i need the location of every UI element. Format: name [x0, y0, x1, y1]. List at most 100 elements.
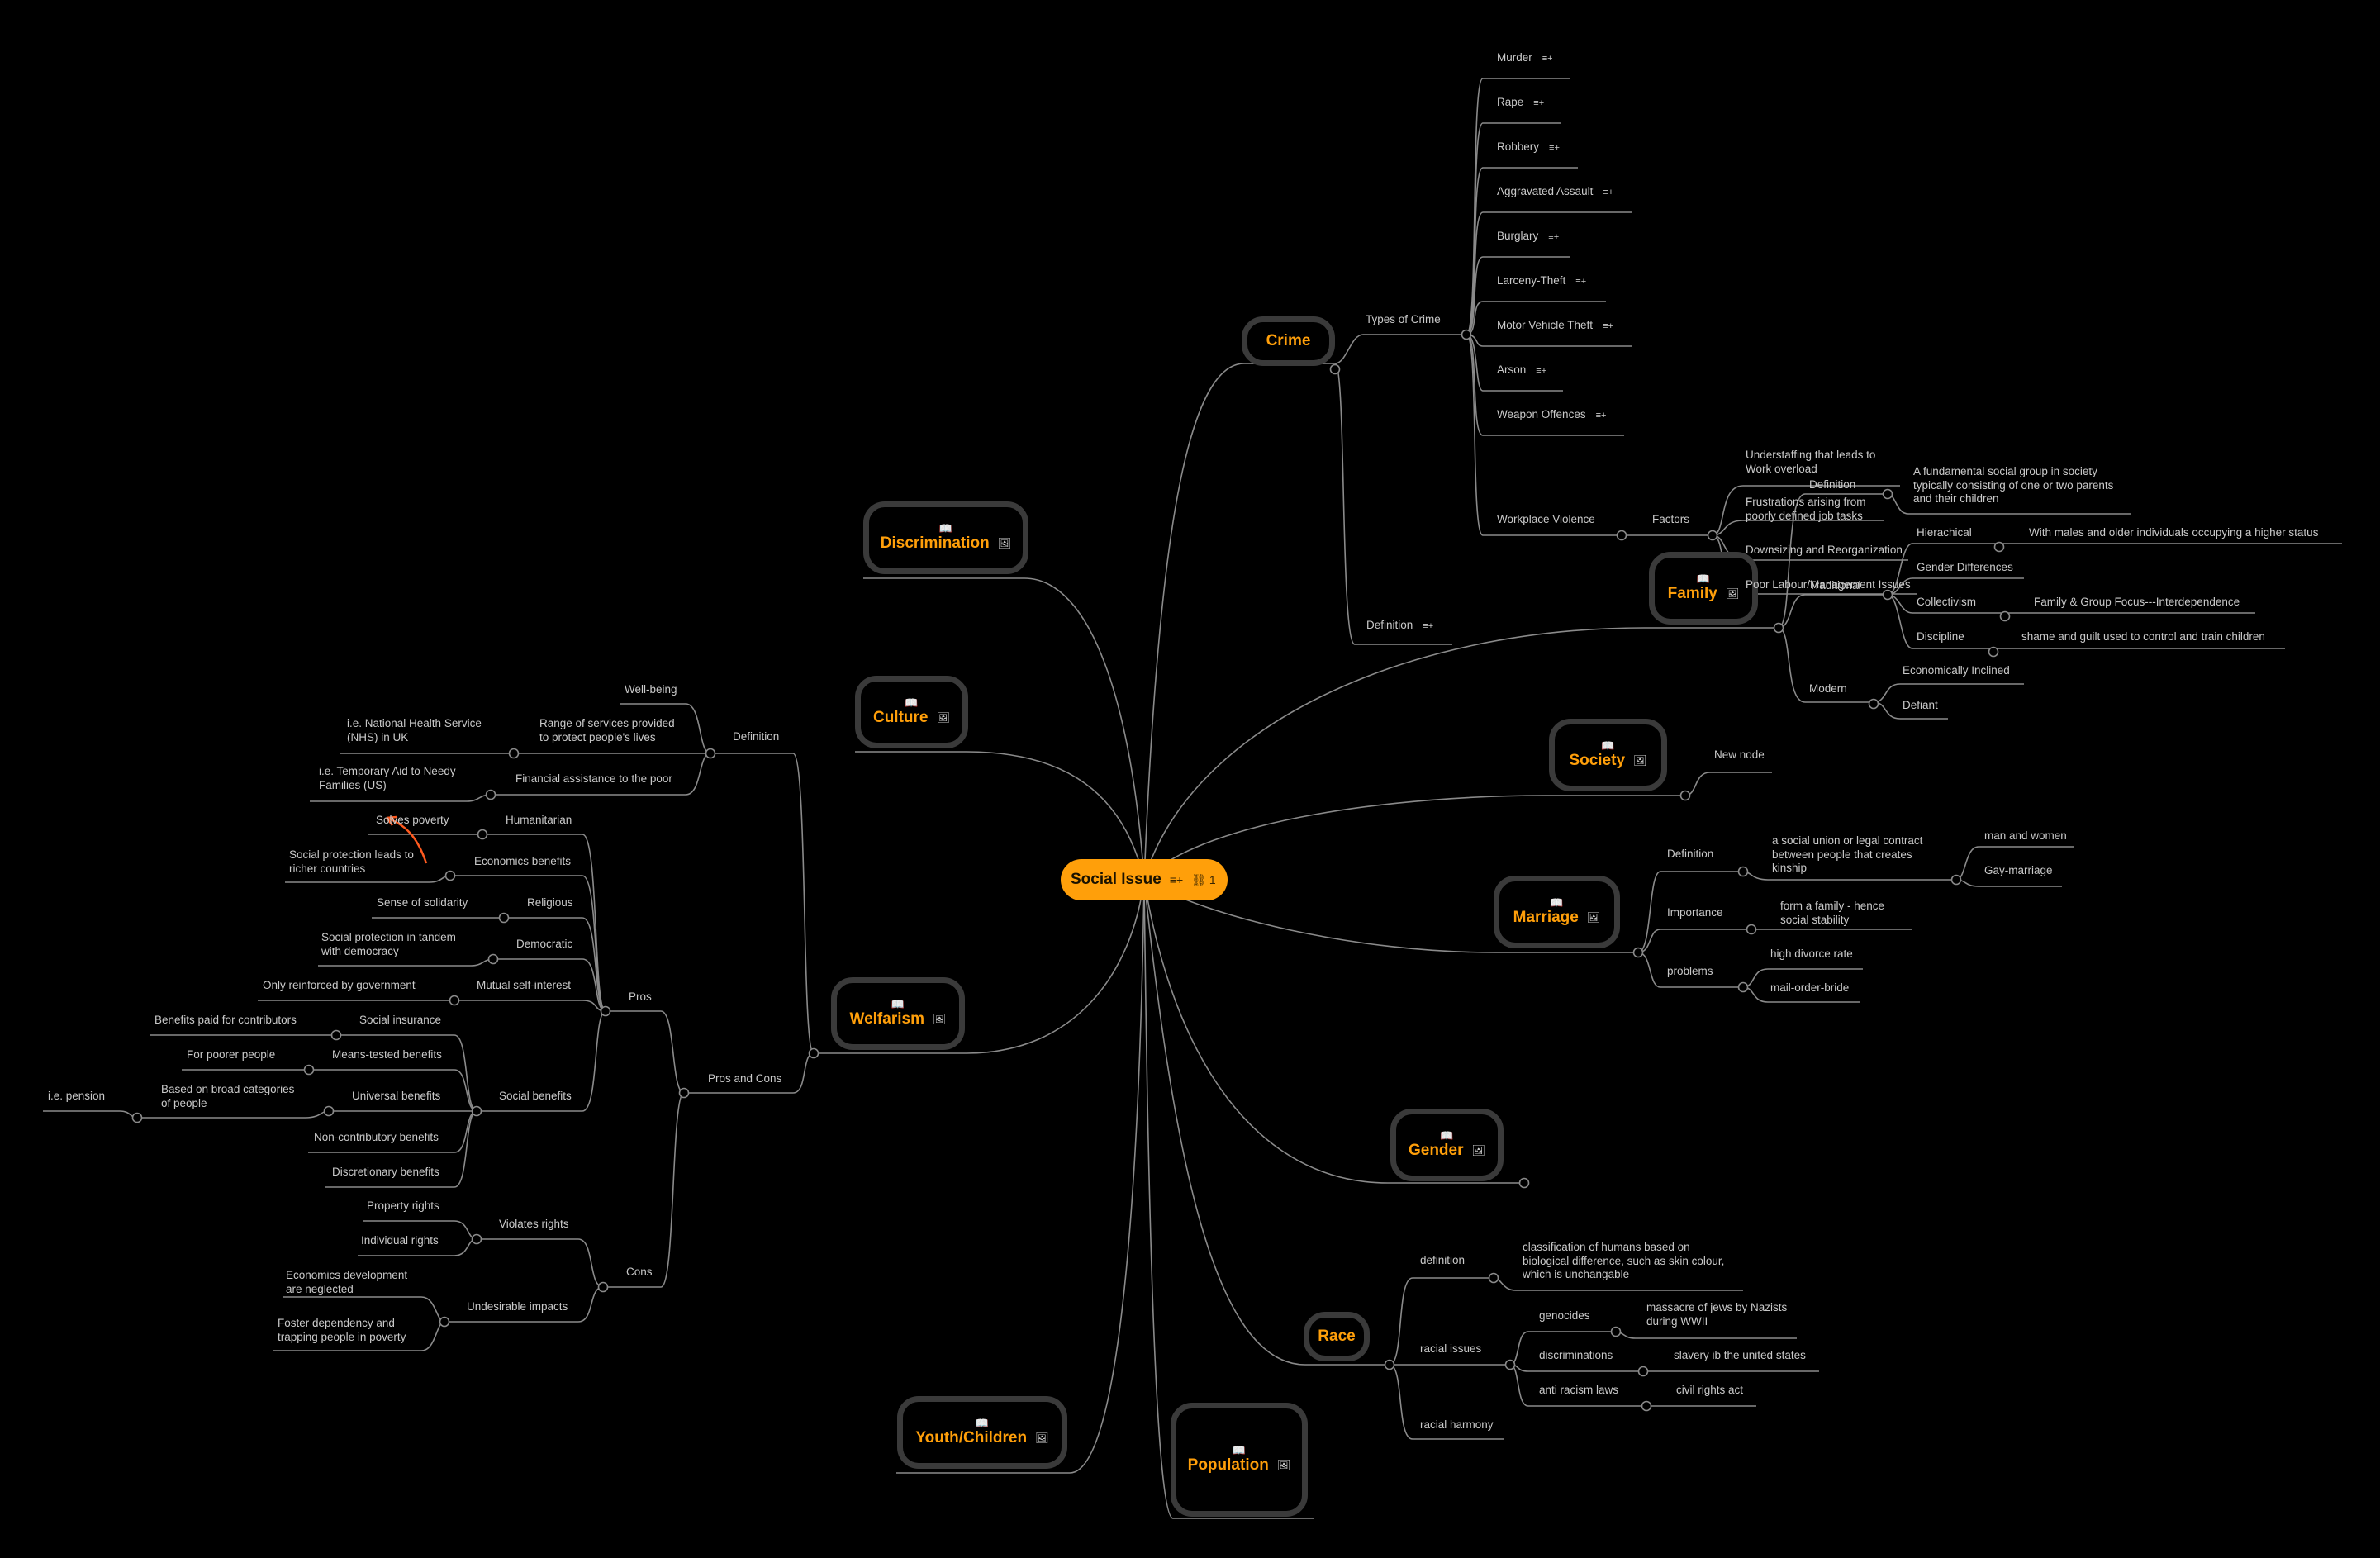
- node-crime-type[interactable]: Arson≡+: [1497, 363, 1546, 378]
- node-democratic[interactable]: Democratic: [516, 938, 573, 950]
- node-defiant[interactable]: Defiant: [1903, 699, 1938, 711]
- node-undesirable-impacts[interactable]: Undesirable impacts: [467, 1300, 568, 1313]
- topic-family[interactable]: 📖 Family🖼: [1649, 552, 1758, 625]
- topic-youth-children[interactable]: 📖 Youth/Children🖼: [897, 1396, 1067, 1469]
- node-welfarism-definition[interactable]: Definition: [733, 730, 780, 743]
- node-anti-racism-laws[interactable]: anti racism laws: [1539, 1384, 1619, 1396]
- node-mutual-self-interest[interactable]: Mutual self-interest: [477, 979, 572, 991]
- topic-culture[interactable]: 📖 Culture🖼: [855, 676, 968, 748]
- node-solves-poverty[interactable]: Solves poverty: [376, 814, 449, 826]
- node-discipline-text[interactable]: shame and guilt used to control and trai…: [2021, 630, 2265, 643]
- topic-crime[interactable]: Crime: [1242, 316, 1335, 366]
- node-range-of-services[interactable]: Range of services provided to protect pe…: [539, 717, 675, 743]
- node-high-divorce-rate[interactable]: high divorce rate: [1770, 948, 1853, 960]
- node-discriminations[interactable]: discriminations: [1539, 1349, 1613, 1361]
- node-crime-type[interactable]: Motor Vehicle Theft≡+: [1497, 319, 1613, 334]
- node-factors[interactable]: Factors: [1652, 513, 1690, 525]
- image-icon[interactable]: 🖼: [1035, 1432, 1049, 1444]
- topic-society[interactable]: 📖 Society🖼: [1549, 719, 1667, 791]
- node-pros[interactable]: Pros: [629, 990, 652, 1003]
- node-foster-dependency[interactable]: Foster dependency and trapping people in…: [278, 1317, 406, 1343]
- node-cons[interactable]: Cons: [626, 1266, 653, 1278]
- image-icon[interactable]: 🖼: [932, 1013, 947, 1025]
- image-icon[interactable]: 🖼: [1586, 911, 1601, 924]
- node-family-definition[interactable]: Definition: [1809, 478, 1856, 491]
- node-hierachical[interactable]: Hierachical: [1917, 526, 1972, 539]
- node-for-poorer-people[interactable]: For poorer people: [187, 1048, 276, 1061]
- node-crime-type[interactable]: Larceny-Theft≡+: [1497, 274, 1586, 289]
- note-icon[interactable]: ≡+: [1603, 188, 1614, 197]
- node-protection-democracy[interactable]: Social protection in tandem with democra…: [321, 931, 456, 957]
- node-property-rights[interactable]: Property rights: [367, 1199, 439, 1212]
- node-hierachical-text[interactable]: With males and older individuals occupyi…: [2029, 526, 2319, 539]
- node-workplace-violence[interactable]: Workplace Violence: [1497, 513, 1595, 525]
- node-broad-categories[interactable]: Based on broad categories of people: [161, 1083, 295, 1109]
- node-discriminations-text[interactable]: slavery ib the united states: [1674, 1349, 1806, 1361]
- topic-gender[interactable]: 📖 Gender🖼: [1390, 1109, 1504, 1181]
- node-sense-of-solidarity[interactable]: Sense of solidarity: [377, 896, 468, 909]
- image-icon[interactable]: 🖼: [936, 711, 950, 724]
- node-crime-type[interactable]: Aggravated Assault≡+: [1497, 185, 1613, 200]
- central-topic[interactable]: Social Issue ≡+ ⛓ 1: [1061, 859, 1228, 900]
- node-well-being[interactable]: Well-being: [625, 683, 677, 696]
- node-racial-issues[interactable]: racial issues: [1420, 1342, 1482, 1355]
- node-gay-marriage[interactable]: Gay-marriage: [1984, 864, 2053, 876]
- node-family-definition-text[interactable]: A fundamental social group in society ty…: [1913, 465, 2114, 505]
- node-discipline[interactable]: Discipline: [1917, 630, 1964, 643]
- node-types-of-crime[interactable]: Types of Crime: [1366, 313, 1441, 325]
- node-marriage-definition-text[interactable]: a social union or legal contract between…: [1772, 834, 1923, 874]
- node-religious[interactable]: Religious: [527, 896, 573, 909]
- note-icon[interactable]: ≡+: [1533, 98, 1545, 108]
- node-non-contributory[interactable]: Non-contributory benefits: [314, 1131, 439, 1143]
- image-icon[interactable]: 🖼: [1276, 1459, 1291, 1471]
- node-tanf[interactable]: i.e. Temporary Aid to Needy Families (US…: [319, 765, 456, 791]
- node-benefits-contributors[interactable]: Benefits paid for contributors: [154, 1014, 297, 1026]
- node-reinforced-by-gov[interactable]: Only reinforced by government: [263, 979, 416, 991]
- note-icon[interactable]: ≡+: [1549, 143, 1560, 153]
- node-anti-racism-text[interactable]: civil rights act: [1676, 1384, 1744, 1396]
- node-genocides[interactable]: genocides: [1539, 1309, 1590, 1322]
- node-discretionary[interactable]: Discretionary benefits: [332, 1166, 439, 1178]
- node-marriage-definition[interactable]: Definition: [1667, 848, 1714, 860]
- note-icon[interactable]: ≡+: [1548, 232, 1560, 242]
- node-factor[interactable]: Downsizing and Reorganization: [1746, 544, 1903, 556]
- node-humanitarian[interactable]: Humanitarian: [506, 814, 572, 826]
- node-pros-and-cons[interactable]: Pros and Cons: [708, 1072, 782, 1085]
- node-individual-rights[interactable]: Individual rights: [361, 1234, 439, 1247]
- node-importance-text[interactable]: form a family - hence social stability: [1780, 900, 1885, 926]
- note-icon[interactable]: ≡+: [1169, 873, 1184, 886]
- node-means-tested[interactable]: Means-tested benefits: [332, 1048, 442, 1061]
- image-icon[interactable]: 🖼: [997, 537, 1012, 549]
- node-collectivism-text[interactable]: Family & Group Focus---Interdependence: [2034, 596, 2240, 608]
- note-icon[interactable]: ≡+: [1595, 411, 1607, 420]
- topic-welfarism[interactable]: 📖 Welfarism🖼: [831, 977, 965, 1050]
- topic-population[interactable]: 📖 Population🖼: [1171, 1403, 1308, 1517]
- node-new-node[interactable]: New node: [1714, 748, 1765, 761]
- node-crime-type[interactable]: Rape≡+: [1497, 96, 1544, 111]
- node-factor[interactable]: Poor Labour/Management Issues: [1746, 578, 1911, 591]
- image-icon[interactable]: 🖼: [1471, 1144, 1486, 1157]
- node-crime-type[interactable]: Weapon Offences≡+: [1497, 408, 1606, 423]
- image-icon[interactable]: 🖼: [1633, 754, 1647, 767]
- note-icon[interactable]: ≡+: [1423, 621, 1434, 631]
- node-economically-inclined[interactable]: Economically Inclined: [1903, 664, 2010, 677]
- node-problems[interactable]: problems: [1667, 965, 1713, 977]
- node-race-definition-text[interactable]: classification of humans based on biolog…: [1523, 1241, 1725, 1280]
- node-pension[interactable]: i.e. pension: [48, 1090, 106, 1102]
- node-traditional[interactable]: Traditional: [1809, 579, 1861, 591]
- node-nhs[interactable]: i.e. National Health Service (NHS) in UK: [347, 717, 482, 743]
- node-richer-countries[interactable]: Social protection leads to richer countr…: [289, 848, 414, 875]
- node-social-benefits[interactable]: Social benefits: [499, 1090, 572, 1102]
- node-social-insurance[interactable]: Social insurance: [359, 1014, 442, 1026]
- node-racial-harmony[interactable]: racial harmony: [1420, 1418, 1494, 1431]
- node-man-and-women[interactable]: man and women: [1984, 829, 2067, 842]
- node-crime-type[interactable]: Burglary≡+: [1497, 230, 1559, 245]
- node-crime-type[interactable]: Robbery≡+: [1497, 140, 1560, 155]
- node-universal-benefits[interactable]: Universal benefits: [352, 1090, 441, 1102]
- node-genocides-text[interactable]: massacre of jews by Nazists during WWII: [1646, 1301, 1788, 1328]
- node-economics-benefits[interactable]: Economics benefits: [474, 855, 572, 867]
- note-icon[interactable]: ≡+: [1536, 366, 1547, 376]
- topic-discrimination[interactable]: 📖 Discrimination🖼: [863, 501, 1028, 574]
- node-factor[interactable]: Understaffing that leads to Work overloa…: [1746, 449, 1876, 475]
- image-icon[interactable]: 🖼: [1725, 587, 1740, 600]
